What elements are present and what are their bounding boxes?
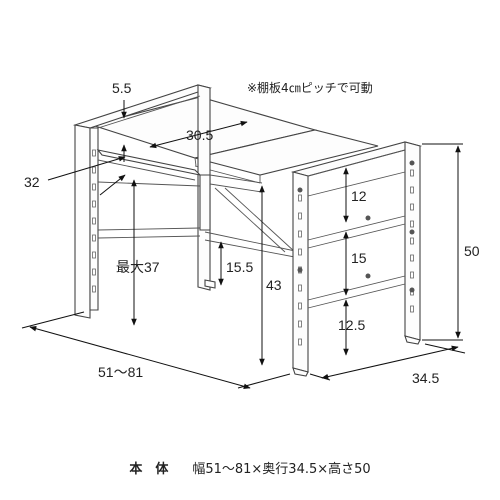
dim-label-left-depth: 32: [24, 174, 40, 190]
peg-hole: [92, 166, 96, 174]
peg-hole: [92, 234, 96, 242]
peg-hole: [410, 186, 414, 194]
dim-label-shelf-width: 30.5: [186, 127, 213, 143]
peg-hole: [410, 237, 414, 245]
dim-label-inner-height: 43: [266, 277, 282, 293]
bolt: [365, 215, 371, 221]
dim-label-gap-top: 12: [351, 188, 367, 204]
bolt: [365, 273, 371, 279]
peg-hole: [298, 302, 302, 310]
dim-label-max-height: 最大37: [116, 259, 160, 275]
adjustment-holes: [92, 149, 415, 346]
dim-label-gap-bottom: 12.5: [338, 317, 365, 333]
peg-hole: [410, 271, 414, 279]
shelf-pitch-note: ※棚板4㎝ピッチで可動: [247, 80, 373, 95]
peg-hole: [410, 203, 414, 211]
caption-label: 本 体: [129, 462, 169, 477]
peg-hole: [92, 251, 96, 259]
peg-hole: [92, 149, 96, 157]
bolt: [409, 229, 415, 235]
dimension-lines: [21, 100, 466, 390]
dim-label-total-height: 50: [464, 243, 480, 259]
dim-label-gap-middle: 15: [351, 250, 367, 266]
peg-hole: [298, 338, 302, 346]
peg-hole: [298, 194, 302, 202]
peg-hole: [298, 212, 302, 220]
peg-hole: [410, 254, 414, 262]
peg-hole: [410, 305, 414, 313]
peg-hole: [410, 220, 414, 228]
peg-hole: [92, 183, 96, 191]
peg-hole: [298, 248, 302, 256]
bolt: [409, 287, 415, 293]
product-caption: 本 体 幅51〜81×奥行34.5×高さ50: [0, 458, 500, 477]
peg-hole: [298, 284, 302, 292]
bolt: [297, 187, 303, 193]
peg-hole: [92, 200, 96, 208]
peg-hole: [298, 230, 302, 238]
dim-label-top-offset: 5.5: [112, 80, 132, 96]
peg-hole: [92, 285, 96, 293]
caption-text: 幅51〜81×奥行34.5×高さ50: [192, 462, 371, 477]
dim-label-shelf-gap-mid: 15.5: [226, 259, 253, 275]
dim-label-width-range: 51〜81: [98, 364, 143, 380]
bolt: [297, 267, 303, 273]
bolt: [409, 160, 415, 166]
peg-hole: [410, 169, 414, 177]
peg-hole: [92, 268, 96, 276]
peg-hole: [298, 320, 302, 328]
dim-label-depth: 34.5: [412, 370, 439, 386]
peg-hole: [92, 217, 96, 225]
